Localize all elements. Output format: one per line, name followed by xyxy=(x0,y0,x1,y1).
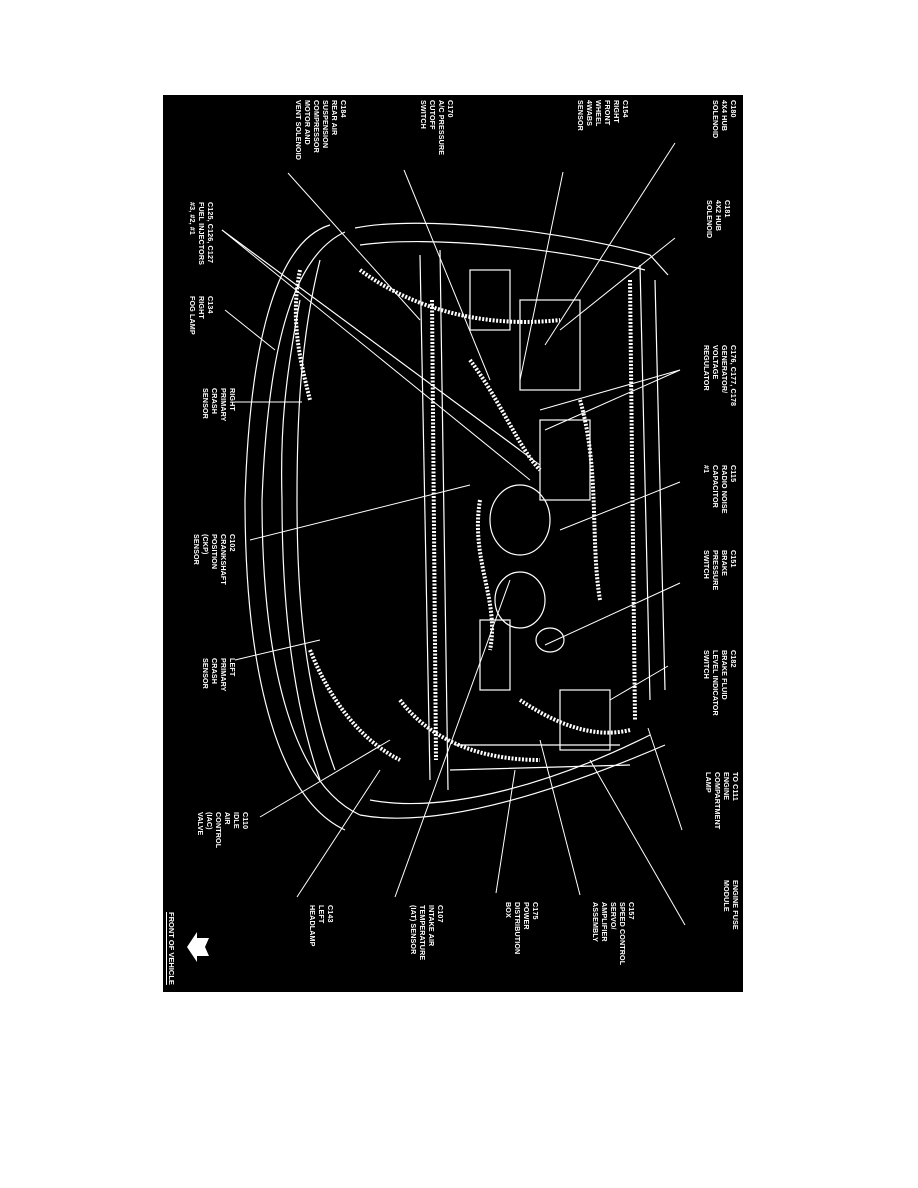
label-c107: C107 INTAKE AIR TEMPERATURE (IAT) SENSOR xyxy=(409,905,445,961)
leader-c170 xyxy=(403,169,491,381)
label-c134: C134 RIGHT FOG LAMP xyxy=(188,296,215,335)
leader-c115 xyxy=(559,481,681,531)
leader-c110 xyxy=(259,739,391,818)
leader-c102 xyxy=(249,484,471,541)
leader-c134 xyxy=(224,309,276,351)
label-c180: C180 4X4 HUB SOLENOID xyxy=(711,100,738,139)
label-c125: C125, C126, C127 FUEL INJECTORS #3, #2, … xyxy=(188,202,215,266)
label-c176: C176, C177, C178 GENERATOR/ VOLTAGE REGU… xyxy=(702,345,738,407)
label-c157: C157 SPEED CONTROL SERVO/ AMPLIFIER ASSE… xyxy=(591,902,636,966)
label-c115: C115 RADIO NOISE CAPACITOR #1 xyxy=(702,465,738,514)
leader-c154 xyxy=(544,142,676,346)
leader-c154b xyxy=(519,171,564,381)
wiring-harness xyxy=(293,268,637,762)
label-c182: C182 BRAKE FLUID LEVEL INDICATOR SWITCH xyxy=(702,650,738,716)
leader-c126 xyxy=(221,229,531,481)
leader-c143 xyxy=(296,769,381,898)
front-of-vehicle-label: FRONT OF VEHICLE xyxy=(167,912,176,985)
label-c110: C110 IDLE AIR CONTROL (IAC) VALVE xyxy=(196,812,250,849)
arrow-left-icon xyxy=(187,932,209,962)
leader-lcrash xyxy=(234,639,321,661)
label-c151: C151 BRAKE PRESSURE SWITCH xyxy=(702,550,738,591)
label-c184: C184 REAR AIR SUSPENSION COMPRESSOR MOTO… xyxy=(294,100,348,161)
leader-c151 xyxy=(544,582,681,646)
leader-c176 xyxy=(539,369,681,411)
label-c170: C170 A/C PRESSURE CUTOFF SWITCH xyxy=(419,100,455,156)
leader-c182 xyxy=(609,665,669,701)
leader-c177 xyxy=(544,369,681,431)
label-left-crash-sensor: LEFT PRIMARY CRASH SENSOR xyxy=(201,658,237,692)
leader-c111 xyxy=(647,727,683,831)
leader-c181 xyxy=(559,237,676,331)
label-c181: C181 4X2 HUB SOLENOID xyxy=(705,200,732,239)
label-right-crash-sensor: RIGHT PRIMARY CRASH SENSOR xyxy=(201,388,237,422)
leader-fuse xyxy=(589,759,686,926)
label-c111: TO C111 ENGINE COMPARTMENT LAMP xyxy=(704,772,740,830)
label-c102: C102 CRANKSHAFT POSITION (CKP) SENSOR xyxy=(192,534,237,585)
label-c143: C143 LEFT HEADLAMP xyxy=(308,905,335,947)
leader-c107 xyxy=(394,579,511,898)
label-c175: C175 POWER DISTRIBUTION BOX xyxy=(504,902,540,955)
label-engine-fuse-module: ENGINE FUSE MODULE xyxy=(722,880,740,930)
leader-c184 xyxy=(287,172,421,321)
leader-lines xyxy=(221,142,686,926)
leader-c175 xyxy=(495,769,516,894)
vehicle-body-outline xyxy=(244,222,669,831)
leader-c157 xyxy=(539,739,581,896)
label-c154: C154 RIGHT FRONT WHEEL 4WABS SENSOR xyxy=(576,100,630,131)
leader-c127 xyxy=(221,229,521,451)
